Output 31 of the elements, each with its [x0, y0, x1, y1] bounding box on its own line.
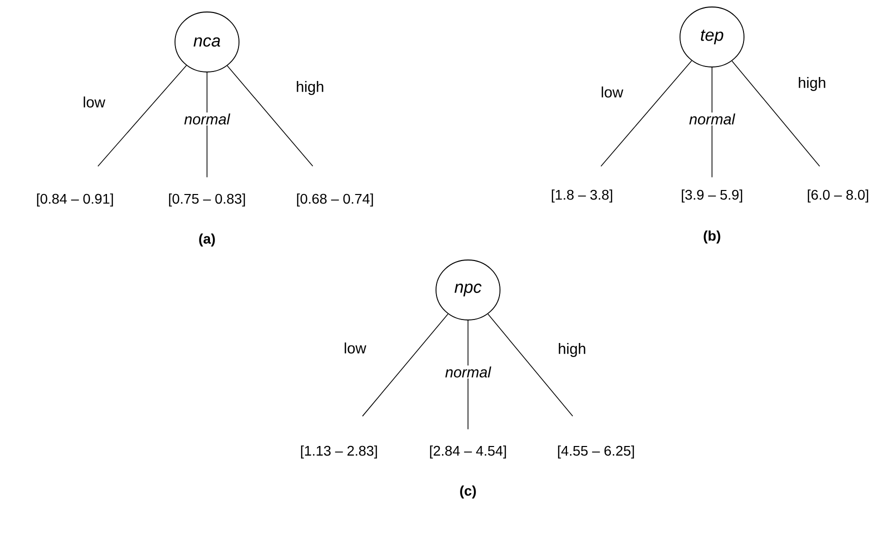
branch-line [206, 72, 208, 178]
branch-line [362, 314, 448, 417]
interval-text: [3.9 – 5.9] [682, 189, 742, 203]
branch-line [226, 65, 314, 167]
branch-line [488, 314, 574, 417]
subfigure-caption: (b) [704, 230, 720, 244]
subfigure-caption: (c) [460, 485, 476, 499]
interval-text: [0.68 – 0.74] [297, 193, 373, 207]
ellipse-node: npc [436, 260, 500, 320]
subfigure-caption: (a) [199, 233, 215, 247]
interval-text: [0.84 – 0.91] [37, 193, 113, 207]
edge-label: normal [183, 112, 231, 126]
ellipse-node: nca [174, 12, 240, 72]
edge-label: high [556, 342, 588, 358]
edge-label: low [600, 86, 624, 98]
edge-label: normal [688, 112, 736, 126]
edge-label: normal [444, 366, 492, 378]
branch-line [732, 60, 820, 167]
edge-label: high [796, 76, 828, 92]
interval-text: [1.13 – 2.83] [301, 445, 377, 459]
interval-text: [6.0 – 8.0] [808, 189, 868, 203]
interval-text: [1.8 – 3.8] [552, 189, 612, 203]
edge-label: high [294, 80, 326, 96]
interval-text: [0.75 – 0.83] [169, 193, 245, 207]
interval-text: [2.84 – 4.54] [430, 445, 506, 459]
interval-text: [4.55 – 6.25] [558, 445, 634, 459]
branch-line [98, 65, 187, 167]
edge-label: low [342, 342, 368, 354]
branch-line [600, 60, 692, 167]
edge-label: low [82, 96, 106, 108]
ellipse-node: tep [680, 6, 744, 68]
